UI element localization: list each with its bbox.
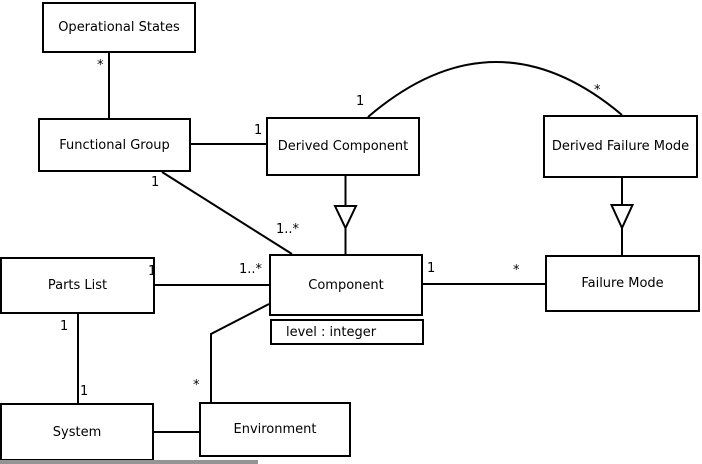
class-name: Failure Mode xyxy=(581,276,664,291)
multiplicity-label: * xyxy=(594,83,601,98)
multiplicity-label: 1 xyxy=(427,261,436,276)
hollow-triangle-arrowhead xyxy=(609,204,635,231)
class-name: Derived Component xyxy=(277,139,409,154)
multiplicity-label: 1 xyxy=(60,319,69,334)
multiplicity-label: 1 xyxy=(356,94,365,109)
class-system: System xyxy=(0,403,154,461)
class-name: Component xyxy=(308,277,384,293)
multiplicity-label: * xyxy=(513,263,520,278)
multiplicity-label: 1 xyxy=(148,264,157,279)
class-environment: Environment xyxy=(199,402,351,457)
class-name: System xyxy=(52,424,102,440)
multiplicity-label: 1 xyxy=(80,384,89,399)
class-functional-group: Functional Group xyxy=(38,118,191,172)
class-component: Component xyxy=(269,254,423,316)
attribute-text: level : integer xyxy=(286,324,377,340)
multiplicity-label: * xyxy=(193,378,200,393)
multiplicity-label: * xyxy=(97,58,104,73)
screenshot-edge-artifact xyxy=(0,460,258,464)
class-component-attributes: level : integer xyxy=(270,319,424,345)
assoc-environment-component xyxy=(210,303,270,402)
class-name: Functional Group xyxy=(59,137,170,153)
class-name: Operational States xyxy=(58,20,180,35)
class-derived-failure-mode: Derived Failure Mode xyxy=(543,115,698,178)
multiplicity-label: 1 xyxy=(254,123,263,138)
class-derived-component: Derived Component xyxy=(266,117,420,176)
class-parts-list: Parts List xyxy=(0,257,155,314)
class-name: Derived Failure Mode xyxy=(551,139,690,154)
class-name: Environment xyxy=(233,422,317,437)
hollow-triangle-arrowhead xyxy=(333,205,358,231)
class-operational-states: Operational States xyxy=(42,2,196,53)
assoc-derived-component-derived-failure-mode xyxy=(367,61,623,118)
multiplicity-label: 1..* xyxy=(276,222,300,237)
multiplicity-label: 1 xyxy=(151,175,160,190)
assoc-functional-group-component xyxy=(161,171,293,255)
class-failure-mode: Failure Mode xyxy=(545,255,700,312)
multiplicity-label: 1..* xyxy=(239,262,263,277)
class-name: Parts List xyxy=(47,278,108,293)
